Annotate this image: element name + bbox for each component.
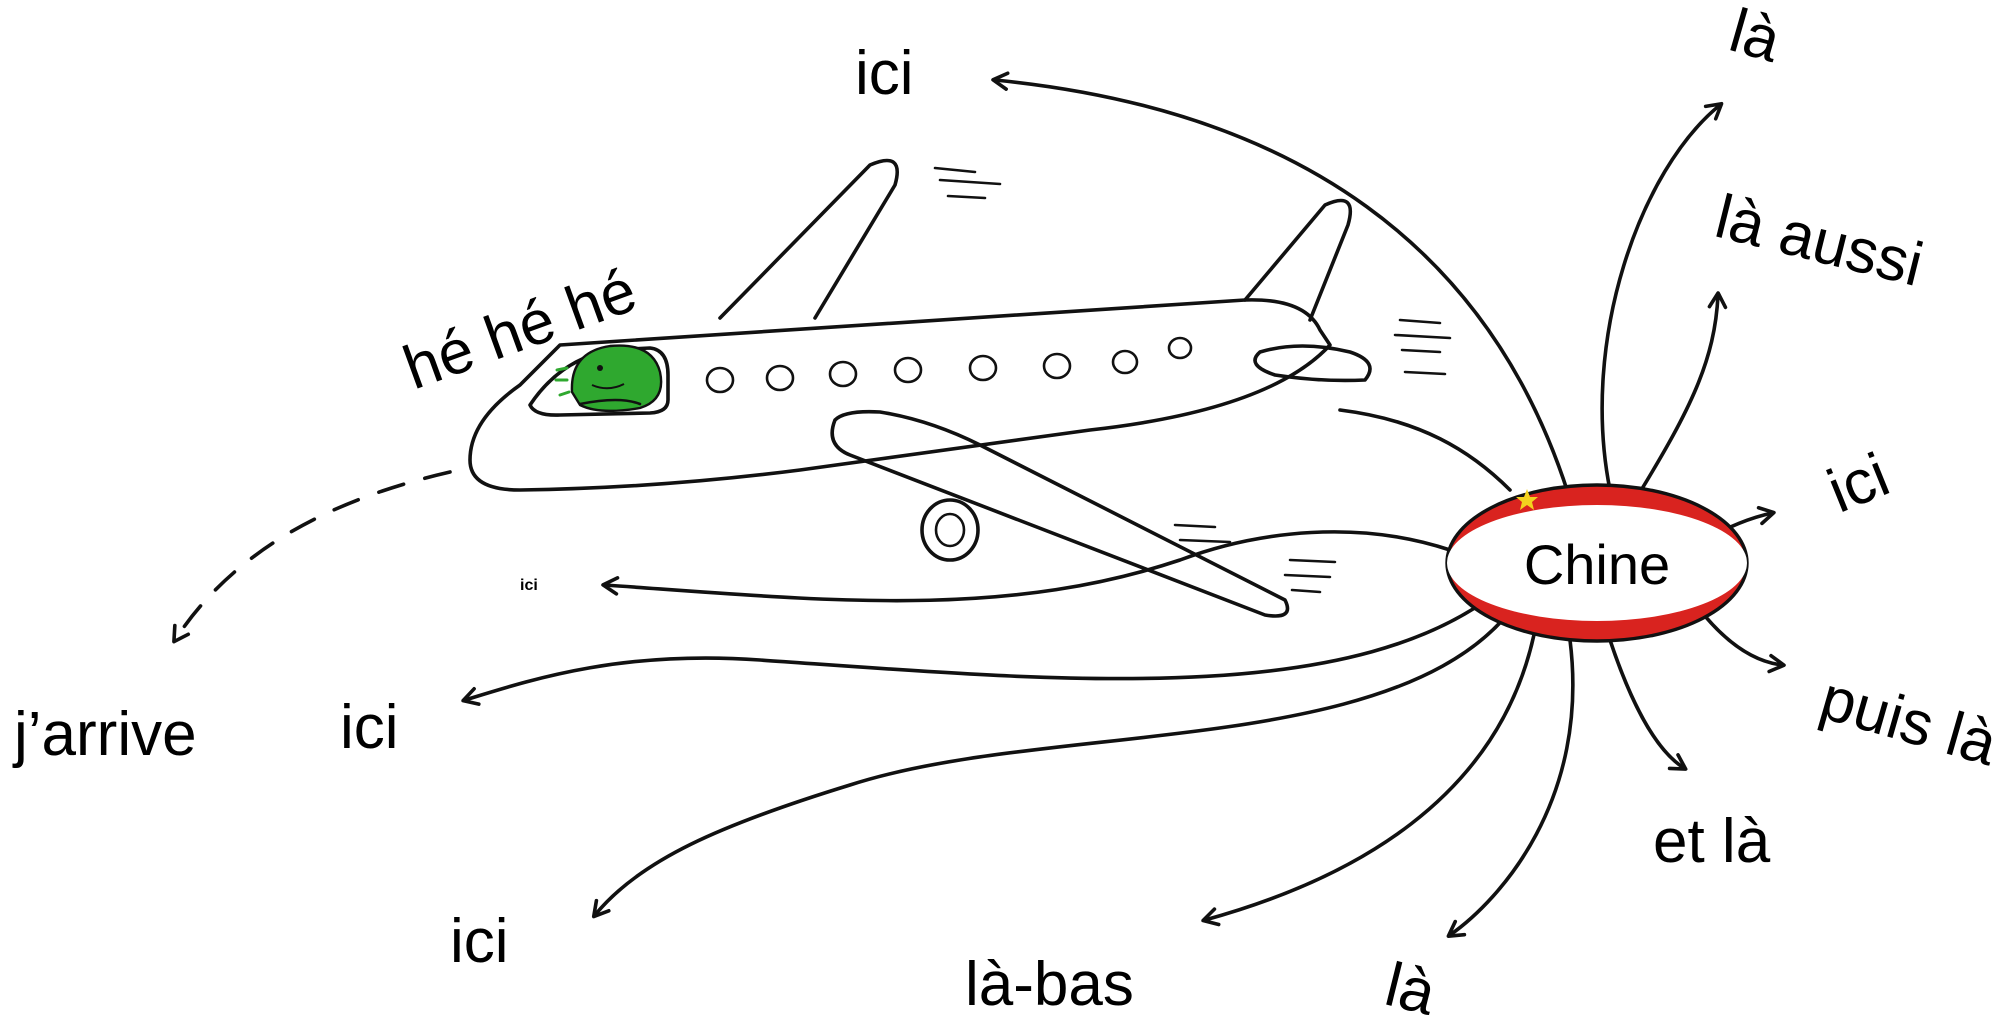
arrow-puis-la bbox=[1700, 610, 1782, 665]
label-top-ici: ici bbox=[855, 39, 914, 108]
landing-gear-icon bbox=[922, 500, 978, 560]
arrow-small-ici bbox=[605, 532, 1450, 601]
label-right-ici: ici bbox=[1818, 440, 1898, 526]
china-badge: Chine bbox=[1447, 485, 1747, 641]
arrow-bottom-la bbox=[1450, 640, 1573, 935]
china-label: Chine bbox=[1524, 533, 1670, 596]
arrow-et-la bbox=[1610, 640, 1684, 768]
label-jarrive: j’arrive bbox=[12, 700, 197, 769]
label-bottom-ici: ici bbox=[450, 907, 509, 976]
label-top-right-la: là bbox=[1722, 0, 1788, 76]
label-et-la: et là bbox=[1653, 807, 1771, 876]
arrow-top-right-la bbox=[1602, 105, 1720, 490]
arrow-left-ici bbox=[465, 590, 1500, 700]
label-left-ici: ici bbox=[340, 693, 399, 762]
label-bottom-la: là bbox=[1379, 950, 1443, 1029]
passenger-windows bbox=[707, 338, 1191, 392]
speed-lines bbox=[935, 168, 1450, 592]
label-small-ici: ici bbox=[520, 577, 538, 594]
arrow-la-aussi bbox=[1640, 295, 1718, 492]
arrow-plane-to-china bbox=[1340, 410, 1510, 490]
label-la-aussi: là aussi bbox=[1709, 182, 1930, 300]
label-puis-la: puis là bbox=[1813, 664, 2005, 780]
arrow-dashed-jarrive bbox=[175, 472, 450, 640]
label-la-bas: là-bas bbox=[965, 950, 1134, 1019]
pilot-icon bbox=[556, 346, 661, 411]
airplane-icon bbox=[470, 161, 1450, 617]
